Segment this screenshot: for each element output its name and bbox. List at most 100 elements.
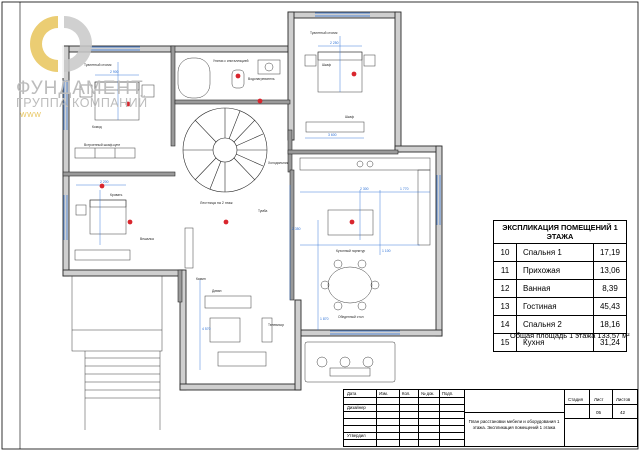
svg-text:Встроенный шкаф-купе: Встроенный шкаф-купе — [84, 143, 120, 147]
logo-url: WWW — [20, 112, 42, 119]
sofa-top — [204, 295, 252, 309]
svg-text:Туалетный столик: Туалетный столик — [310, 31, 338, 35]
logo-name: ФУНДАМЕНТ — [16, 78, 144, 99]
svg-text:2 200: 2 200 — [100, 180, 109, 184]
spiral-staircase — [182, 107, 268, 193]
dining-table — [327, 266, 373, 304]
kitchen-counter — [299, 157, 431, 171]
sheet-label: Лист — [594, 397, 604, 402]
marker-bedroom2 — [351, 71, 357, 77]
svg-text:Кровать: Кровать — [110, 193, 123, 197]
svg-text:4 570: 4 570 — [202, 327, 211, 331]
svg-text:1 770: 1 770 — [400, 187, 409, 191]
room-area: 8,39 — [602, 284, 618, 293]
svg-text:1 100: 1 100 — [382, 249, 391, 253]
svg-text:Шкаф: Шкаф — [345, 115, 354, 119]
explication-title: ЭКСПЛИКАЦИЯ ПОМЕЩЕНИЙ 1 ЭТАЖА — [494, 221, 626, 244]
room-area: 31,24 — [599, 338, 621, 347]
room-name: Спальня 1 — [517, 244, 594, 261]
svg-text:3 600: 3 600 — [328, 133, 337, 137]
svg-text:Комод: Комод — [92, 125, 102, 129]
title-block: Дата Изм. Кол. № док. Подп. Дизайнер Утв… — [343, 389, 638, 447]
exterior-walls — [62, 11, 443, 391]
svg-text:2 250: 2 250 — [330, 41, 339, 45]
svg-text:2 900: 2 900 — [110, 70, 119, 74]
stamp-head-doc: № док. — [421, 391, 435, 396]
room-area: 17,19 — [599, 248, 621, 257]
stamp-divider — [612, 390, 613, 418]
room-name: Прихожая — [517, 262, 594, 279]
stamp-head-sign: Подп. — [442, 391, 454, 396]
interior-walls — [62, 45, 399, 303]
marker-guest-bed — [127, 219, 133, 225]
stamp-col — [399, 390, 400, 446]
room-number: 13 — [494, 298, 517, 315]
stamp-row — [344, 390, 464, 398]
stamp-head-date: Дата — [347, 391, 357, 396]
room-name: Спальня 2 — [517, 316, 594, 333]
svg-text:Обеденный стол: Обеденный стол — [338, 315, 364, 319]
room-number: 11 — [494, 262, 517, 279]
stamp-divider — [564, 404, 637, 405]
svg-text:Вешалка: Вешалка — [140, 237, 154, 241]
drawing-title: План расстановки мебели и оборудования 1… — [464, 412, 564, 446]
marker-bedroom1 — [125, 101, 131, 107]
sheet-value: 05 — [596, 410, 602, 415]
stamp-col — [418, 390, 419, 446]
company-logo — [30, 10, 92, 78]
svg-text:Водонагреватель: Водонагреватель — [248, 77, 275, 81]
dimension-text: 2 900 2 250 3 600 2 200 2 300 1 770 1 10… — [100, 41, 409, 331]
marker-kitchen — [349, 219, 355, 225]
room-markers — [99, 71, 357, 225]
stair-label: Лестница на 2 этаж — [200, 201, 233, 205]
svg-text:1 870: 1 870 — [320, 317, 329, 321]
stamp-col — [439, 390, 440, 446]
svg-text:Камин: Камин — [196, 277, 206, 281]
room-number: 10 — [494, 244, 517, 261]
dimension-lines — [76, 36, 430, 370]
stage-label: Стадия — [568, 397, 583, 402]
stamp-row — [344, 411, 464, 419]
svg-text:Туалетный столик: Туалетный столик — [84, 63, 112, 67]
entrance-porch — [71, 275, 163, 430]
room-number: 12 — [494, 280, 517, 297]
marker-guest — [99, 183, 105, 189]
title-block-signatures: Дата Изм. Кол. № док. Подп. Дизайнер Утв… — [344, 390, 465, 446]
bed-guest — [89, 199, 127, 235]
stamp-row — [344, 397, 464, 405]
stamp-approved: Утвердил — [347, 433, 366, 438]
svg-text:Диван: Диван — [212, 289, 222, 293]
svg-text:Шкаф: Шкаф — [322, 63, 331, 67]
stamp-row — [344, 425, 464, 433]
svg-text:Унитаз с инсталляцией: Унитаз с инсталляцией — [213, 59, 249, 63]
stamp-designer: Дизайнер — [347, 405, 366, 410]
svg-text:Тумба: Тумба — [258, 209, 267, 213]
svg-text:2 300: 2 300 — [360, 187, 369, 191]
logo-subtitle: ГРУППА КОМПАНИЙ — [16, 96, 148, 110]
svg-text:Кухонный гарнитур: Кухонный гарнитур — [336, 249, 365, 253]
room-number: 15 — [494, 334, 517, 351]
terrace — [304, 341, 396, 383]
marker-bath-door — [257, 98, 263, 104]
stamp-divider — [589, 390, 590, 418]
stamp-row — [344, 432, 464, 440]
room-number: 14 — [494, 316, 517, 333]
room-name: Ванная — [517, 280, 594, 297]
stamp-col — [376, 390, 377, 446]
furniture-labels: Туалетный столик Туалетный столик Комод … — [84, 31, 365, 327]
svg-text:Холодильник: Холодильник — [268, 161, 289, 165]
marker-hall — [223, 219, 229, 225]
windows — [63, 12, 441, 335]
furniture — [74, 51, 431, 367]
room-name: Гостиная — [517, 298, 594, 315]
room-area: 45,43 — [599, 302, 621, 311]
sheets-label: Листов — [616, 397, 631, 402]
room-area: 18,16 — [599, 320, 621, 329]
